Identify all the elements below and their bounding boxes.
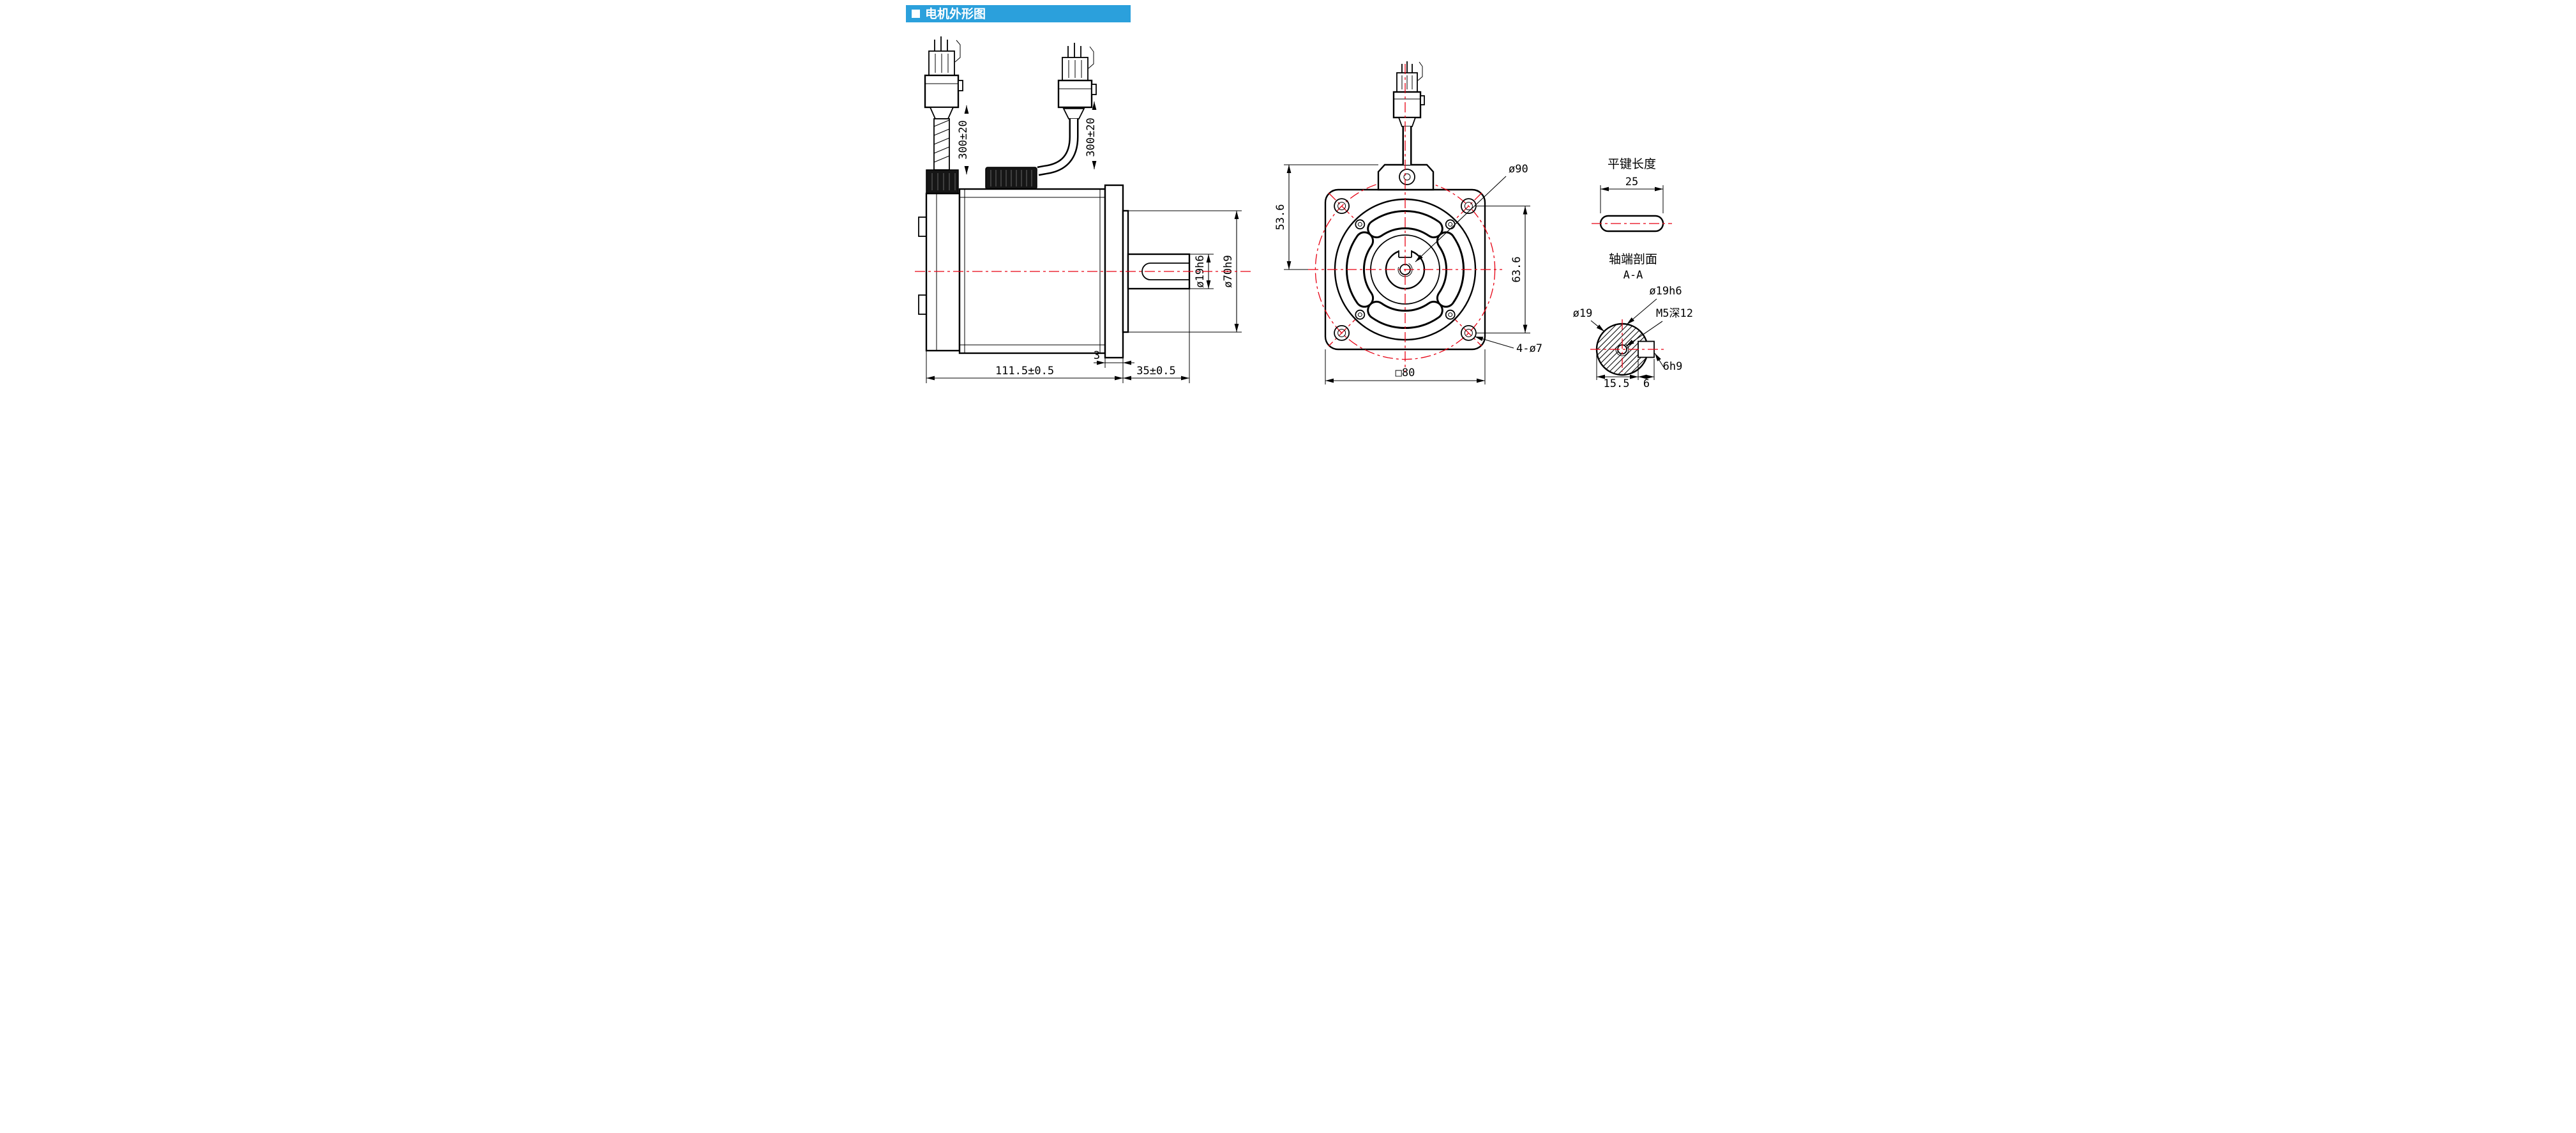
dim-bolt-circle-diameter: ø90 <box>1509 163 1528 176</box>
leader-mounting-holes: 4-ø7 <box>1474 336 1542 355</box>
dim-key-length: 25 <box>1625 176 1638 188</box>
cable-2 <box>1037 108 1085 176</box>
dim-shaft-diameter-tol: ø19h6 <box>1649 285 1682 298</box>
side-view: 300±20 300±20 <box>914 36 1251 383</box>
thread-arc-icon <box>1397 263 1412 277</box>
shaft-section: 轴端剖面 A-A ø19h6 <box>1572 252 1693 390</box>
header-background <box>905 5 1131 22</box>
connector-plug-2 <box>1057 43 1097 109</box>
dimension-hole-spacing: 63.6 <box>1475 206 1530 333</box>
dim-cable1-length: 300±20 <box>957 120 970 159</box>
terminal-block <box>1377 163 1434 191</box>
leader-shaft-diameter: ø19 <box>1572 307 1604 332</box>
mounting-holes <box>1333 198 1477 341</box>
dim-keyway-width: 6 <box>1643 377 1649 390</box>
key-detail: 平键长度 25 <box>1591 157 1672 232</box>
dim-flange-size: □80 <box>1395 367 1415 379</box>
connector-plug-1 <box>924 36 963 109</box>
cable-1 <box>925 107 959 194</box>
dimension-center-height: 53.6 <box>1274 164 1378 270</box>
dimension-flange-size: □80 <box>1325 349 1485 384</box>
dimension-cable2-length: 300±20 <box>1085 102 1097 169</box>
dim-keyway-depth: 15.5 <box>1603 377 1629 390</box>
connector-plug-3 <box>1392 61 1425 165</box>
dim-pilot-depth: 3 <box>1093 349 1099 362</box>
latch-wire-icon <box>1088 46 1094 69</box>
header-banner: 电机外形图 <box>905 5 1131 22</box>
latch-wire-icon <box>1417 61 1422 81</box>
section-title: 轴端剖面 <box>1608 252 1657 266</box>
leader-bolt-circle: ø90 <box>1415 163 1528 262</box>
dimension-lengths: 3 111.5±0.5 35±0.5 <box>926 289 1189 383</box>
dim-tapped-hole: M5深12 <box>1656 307 1693 320</box>
page-title: 电机外形图 <box>925 6 986 21</box>
dim-mounting-holes: 4-ø7 <box>1516 342 1542 355</box>
dim-hole-spacing: 63.6 <box>1510 257 1523 283</box>
motor-connector-knob <box>984 167 1037 190</box>
latch-wire-icon <box>954 40 960 63</box>
header-bullet-icon <box>911 10 920 18</box>
front-view: 53.6 63.6 ø90 4-ø7 □80 <box>1274 61 1542 384</box>
leader-tapped-hole: M5深12 <box>1625 307 1693 347</box>
dim-body-length: 111.5±0.5 <box>995 365 1053 377</box>
dim-center-height: 53.6 <box>1274 204 1287 231</box>
dimension-shaft-diameter: ø19h6 <box>1189 254 1214 289</box>
dim-key-width: 6h9 <box>1662 360 1682 373</box>
key-detail-title: 平键长度 <box>1607 157 1655 171</box>
dim-shaft-diameter-plain: ø19 <box>1572 307 1592 320</box>
drawing-page: 电机外形图 <box>772 0 1804 453</box>
motor-outline-drawing: 电机外形图 <box>772 0 1804 453</box>
dimension-keyway-depth: 15.5 6 <box>1596 353 1654 390</box>
shaft-keyway-slot <box>1141 262 1150 280</box>
thread-arc-icon <box>1615 343 1629 356</box>
dim-cable2-length: 300±20 <box>1085 118 1097 156</box>
dim-shaft-length: 35±0.5 <box>1136 365 1175 377</box>
section-label: A-A <box>1623 269 1643 282</box>
dim-shaft-diameter: ø19h6 <box>1194 255 1207 287</box>
leader-key-width: 6h9 <box>1654 353 1682 373</box>
dimension-cable1-length: 300±20 <box>957 105 970 174</box>
leader-shaft-diameter-tol: ø19h6 <box>1626 285 1682 325</box>
motor-connector-socket-1 <box>925 169 959 194</box>
